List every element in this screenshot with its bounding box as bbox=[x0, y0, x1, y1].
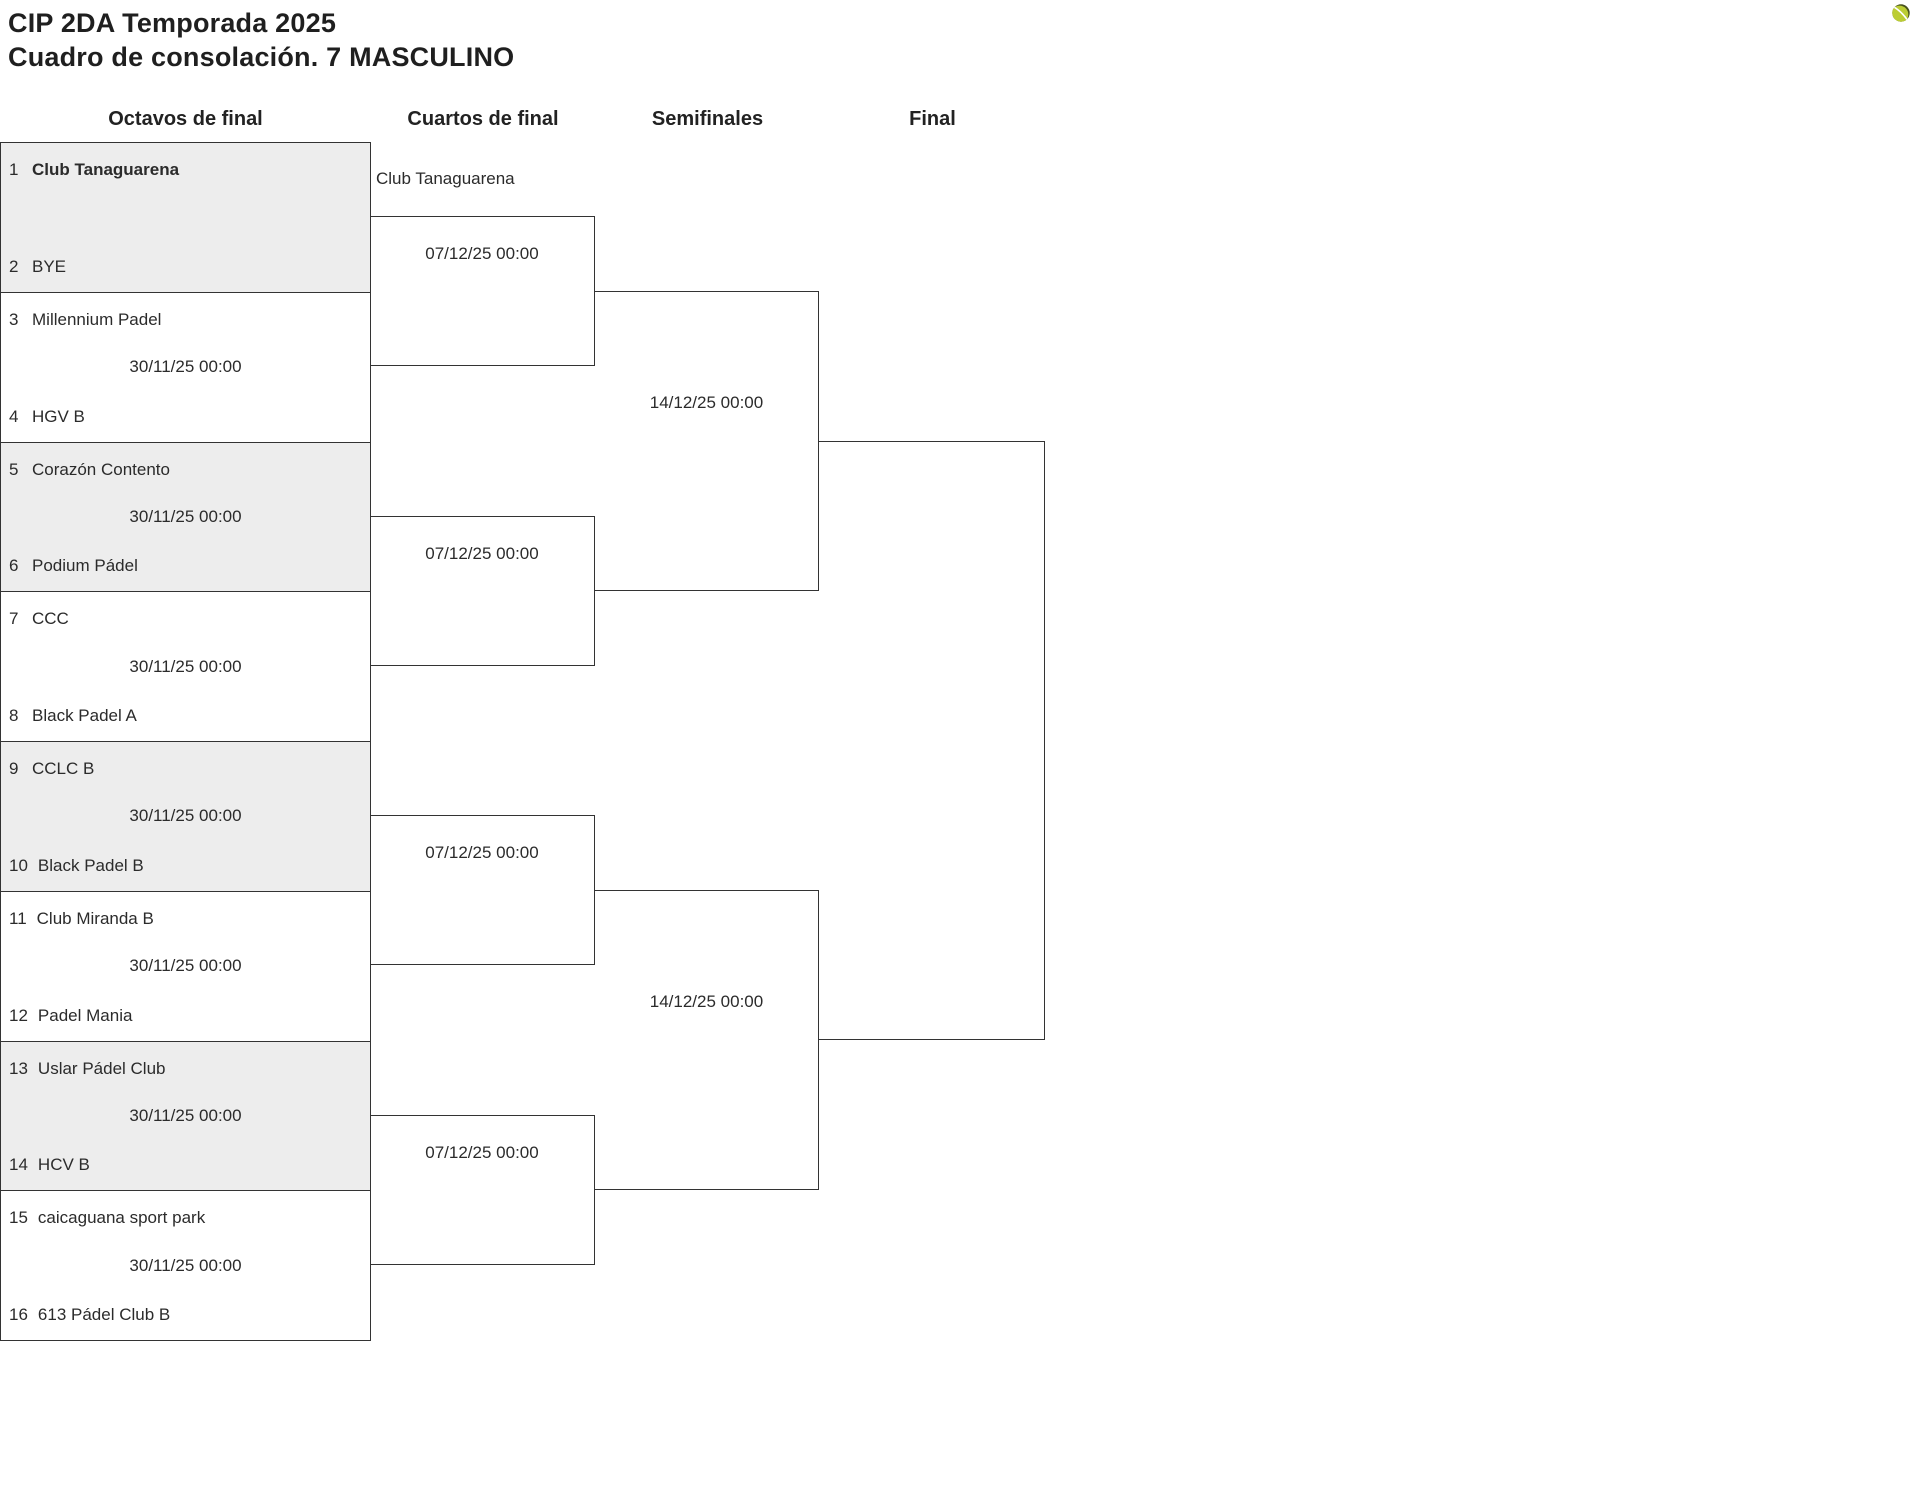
team-slot[interactable]: 16 613 Pádel Club B bbox=[9, 1305, 364, 1325]
match-box-sf-1[interactable]: 14/12/25 00:00 bbox=[595, 291, 819, 591]
team-seed: 14 bbox=[9, 1155, 28, 1175]
team-slot[interactable]: 7 CCC bbox=[9, 609, 364, 629]
match-box-qf-2[interactable]: 07/12/25 00:00 bbox=[370, 516, 595, 666]
team-seed: 6 bbox=[9, 556, 19, 576]
team-slot[interactable]: 13 Uslar Pádel Club bbox=[9, 1059, 364, 1079]
match-box-sf-2[interactable]: 14/12/25 00:00 bbox=[595, 890, 819, 1190]
round-header-final: Final bbox=[909, 108, 956, 130]
team-name: CCC bbox=[32, 609, 69, 629]
team-slot[interactable]: 12 Padel Mania bbox=[9, 1006, 364, 1026]
team-seed: 12 bbox=[9, 1005, 28, 1025]
team-slot[interactable]: 4 HGV B bbox=[9, 407, 364, 427]
team-seed: 16 bbox=[9, 1305, 28, 1324]
team-name: Club Tanaguarena bbox=[32, 160, 180, 179]
team-seed: 13 bbox=[9, 1058, 28, 1078]
team-name: Club Miranda B bbox=[36, 908, 154, 928]
team-seed: 3 bbox=[9, 309, 19, 329]
match-cell-r16-5[interactable]: 9 CCLC B 30/11/25 00:00 10 Black Padel B bbox=[1, 742, 370, 892]
team-name: HGV B bbox=[32, 406, 85, 426]
team-seed: 5 bbox=[9, 459, 19, 479]
match-box-qf-3[interactable]: 07/12/25 00:00 bbox=[370, 815, 595, 965]
match-cell-r16-1[interactable]: 1 Club Tanaguarena 2 BYE bbox=[1, 143, 370, 293]
team-name: Millennium Padel bbox=[32, 309, 162, 329]
team-seed: 7 bbox=[9, 609, 19, 629]
team-seed: 8 bbox=[9, 706, 19, 725]
team-seed: 10 bbox=[9, 855, 28, 875]
match-box-qf-4[interactable]: 07/12/25 00:00 bbox=[370, 1115, 595, 1265]
match-cell-r16-6[interactable]: 11 Club Miranda B 30/11/25 00:00 12 Padel … bbox=[1, 891, 370, 1042]
match-date: 30/11/25 00:00 bbox=[129, 1255, 242, 1275]
match-box-qf-1[interactable]: 07/12/25 00:00 bbox=[370, 216, 595, 366]
team-name: 613 Pádel Club B bbox=[37, 1305, 171, 1324]
match-date: 30/11/25 00:00 bbox=[129, 956, 242, 976]
team-seed: 2 bbox=[9, 256, 19, 276]
team-name: Podium Pádel bbox=[32, 556, 138, 576]
team-name: Black Padel A bbox=[32, 706, 137, 725]
match-date: 07/12/25 00:00 bbox=[425, 544, 539, 563]
match-date: 30/11/25 00:00 bbox=[129, 656, 242, 676]
team-name: Padel Mania bbox=[37, 1005, 133, 1025]
match-date: 30/11/25 00:00 bbox=[129, 806, 242, 826]
match-cell-r16-2[interactable]: 3 Millennium Padel 30/11/25 00:00 4 HGV B bbox=[1, 292, 370, 443]
match-cell-r16-7[interactable]: 13 Uslar Pádel Club 30/11/25 00:00 14 HCV … bbox=[1, 1041, 370, 1192]
team-seed: 15 bbox=[9, 1208, 28, 1228]
advanced-team-label: Club Tanaguarena bbox=[376, 169, 515, 188]
team-slot[interactable]: 1 Club Tanaguarena bbox=[9, 160, 364, 180]
match-date: 14/12/25 00:00 bbox=[649, 393, 764, 413]
team-name: Corazón Contento bbox=[32, 459, 170, 479]
round-header-cuartos: Cuartos de final bbox=[407, 108, 559, 130]
round-of-16-column: 1 Club Tanaguarena 2 BYE 3 Millennium Padel… bbox=[0, 142, 371, 1341]
team-seed: 11 bbox=[9, 908, 27, 928]
match-date: 07/12/25 00:00 bbox=[425, 1143, 539, 1162]
match-date: 07/12/25 00:00 bbox=[425, 244, 539, 263]
tennis-ball-icon bbox=[1892, 4, 1910, 22]
match-date: 14/12/25 00:00 bbox=[649, 992, 764, 1012]
team-name: BYE bbox=[32, 256, 67, 276]
match-date: 07/12/25 00:00 bbox=[425, 843, 539, 862]
tournament-title: CIP 2DA Temporada 2025 bbox=[8, 8, 337, 38]
match-cell-r16-4[interactable]: 7 CCC 30/11/25 00:00 8 Black Padel A bbox=[1, 592, 370, 742]
team-name: Uslar Pádel Club bbox=[37, 1058, 166, 1078]
team-seed: 1 bbox=[9, 160, 19, 179]
team-slot[interactable]: 15 caicaguana sport park bbox=[9, 1208, 364, 1228]
team-name: Black Padel B bbox=[37, 855, 144, 875]
team-slot[interactable]: 8 Black Padel A bbox=[9, 706, 364, 726]
team-slot[interactable]: 9 CCLC B bbox=[9, 759, 364, 779]
match-date: 30/11/25 00:00 bbox=[129, 506, 242, 526]
match-cell-r16-3[interactable]: 5 Corazón Contento 30/11/25 00:00 6 Podium… bbox=[1, 442, 370, 593]
match-cell-r16-8[interactable]: 15 caicaguana sport park 30/11/25 00:00 1… bbox=[1, 1191, 370, 1340]
team-slot[interactable]: 11 Club Miranda B bbox=[9, 909, 364, 929]
match-date: 30/11/25 00:00 bbox=[129, 1105, 242, 1125]
team-slot[interactable]: 14 HCV B bbox=[9, 1155, 364, 1175]
team-slot[interactable]: 10 Black Padel B bbox=[9, 856, 364, 876]
team-slot[interactable]: 3 Millennium Padel bbox=[9, 310, 364, 330]
match-date: 30/11/25 00:00 bbox=[129, 357, 242, 377]
round-header-octavos: Octavos de final bbox=[108, 108, 263, 130]
bracket-subtitle: Cuadro de consolación. 7 MASCULINO bbox=[8, 42, 515, 72]
team-slot[interactable]: 2 BYE bbox=[9, 257, 364, 277]
team-name: caicaguana sport park bbox=[37, 1208, 206, 1228]
team-seed: 4 bbox=[9, 406, 19, 426]
title-block: CIP 2DA Temporada 2025 Cuadro de consola… bbox=[8, 6, 514, 74]
team-name: HCV B bbox=[37, 1155, 90, 1175]
team-seed: 9 bbox=[9, 759, 19, 778]
team-slot[interactable]: 5 Corazón Contento bbox=[9, 460, 364, 480]
team-name: CCLC B bbox=[32, 759, 95, 778]
team-slot[interactable]: 6 Podium Pádel bbox=[9, 556, 364, 576]
round-header-semifinales: Semifinales bbox=[651, 108, 764, 130]
match-box-final[interactable] bbox=[819, 441, 1045, 1040]
